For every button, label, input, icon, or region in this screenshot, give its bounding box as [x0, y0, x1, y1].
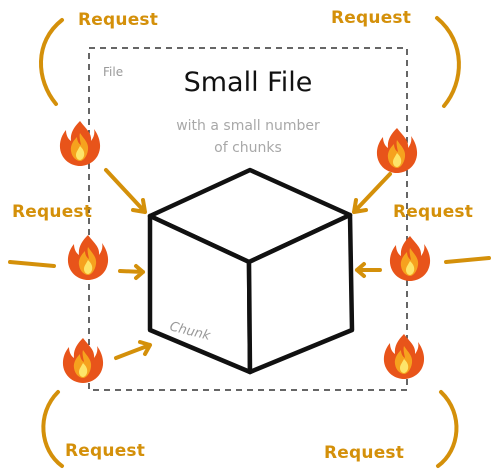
fire-icon	[67, 235, 109, 280]
fire-icon	[62, 338, 104, 383]
fire-icon	[383, 334, 425, 379]
line-mid-right	[444, 256, 491, 264]
request-label-mid-left: Request	[12, 202, 92, 222]
file-label: File	[103, 65, 123, 79]
line-mid-left	[8, 260, 56, 268]
request-label-top-left: Request	[78, 10, 158, 30]
fire-icon	[389, 236, 431, 281]
request-label-bottom-left: Request	[65, 441, 145, 461]
bracket-bottom-right	[436, 390, 459, 468]
arrow-top-left	[104, 168, 147, 214]
bracket-bottom-left	[41, 390, 64, 468]
file-boundary	[88, 47, 408, 391]
arrow-top-right	[352, 172, 392, 214]
bracket-top-left	[39, 18, 64, 106]
diagram-subtitle-line1: with a small number	[176, 118, 320, 134]
chunk-cube	[147, 167, 355, 375]
diagram-title: Small File	[184, 67, 313, 98]
request-label-mid-right: Request	[393, 202, 473, 222]
fire-icon	[376, 128, 418, 173]
diagram-subtitle-line2: of chunks	[214, 140, 282, 156]
arrow-mid-right	[355, 262, 382, 278]
arrow-bottom-left	[114, 340, 152, 360]
fire-icon	[59, 121, 101, 166]
arrow-mid-left	[118, 264, 145, 280]
request-label-bottom-right: Request	[324, 443, 404, 463]
bracket-top-right	[435, 16, 461, 108]
request-label-top-right: Request	[331, 8, 411, 28]
